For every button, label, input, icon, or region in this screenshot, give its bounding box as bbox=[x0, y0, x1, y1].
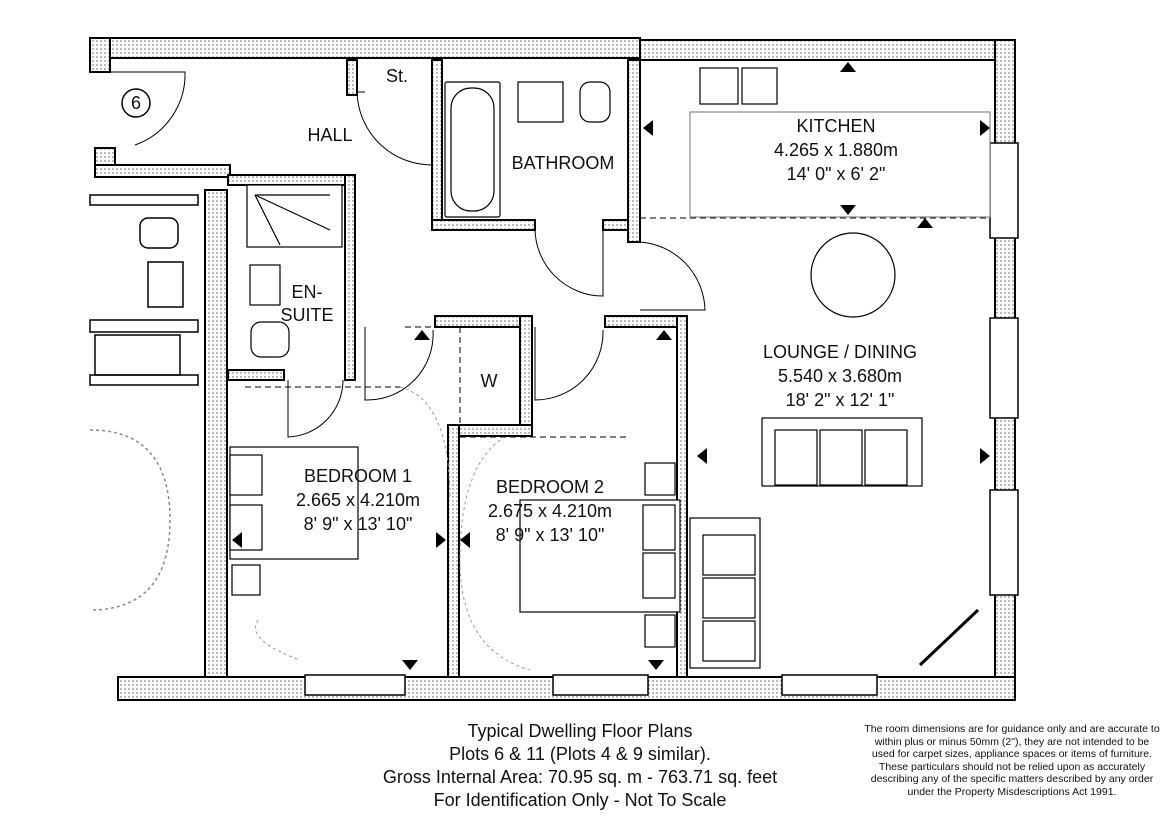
room-label-bathroom: BATHROOM bbox=[512, 153, 615, 173]
plot-number: 6 bbox=[131, 93, 141, 113]
windows bbox=[304, 142, 1019, 696]
dimension-arrows bbox=[232, 62, 990, 670]
bedroom2-metric: 2.675 x 4.210m bbox=[488, 501, 612, 521]
caption-note: For Identification Only - Not To Scale bbox=[433, 790, 727, 810]
caption-title: Typical Dwelling Floor Plans bbox=[467, 721, 693, 741]
plan-caption: Typical Dwelling Floor Plans Plots 6 & 1… bbox=[330, 720, 830, 812]
kitchen-metric: 4.265 x 1.880m bbox=[774, 140, 898, 160]
doors bbox=[287, 91, 706, 438]
caption-area: Gross Internal Area: 70.95 sq. m - 763.7… bbox=[382, 767, 778, 787]
room-label-lounge: LOUNGE / DINING bbox=[763, 342, 917, 362]
fixtures bbox=[229, 67, 991, 669]
bedroom1-metric: 2.665 x 4.210m bbox=[296, 490, 420, 510]
lounge-imperial: 18' 2" x 12' 1" bbox=[786, 390, 895, 410]
plot-marker bbox=[121, 88, 151, 118]
bedroom2-imperial: 8' 9" x 13' 10" bbox=[496, 525, 605, 545]
room-label-kitchen: KITCHEN bbox=[796, 116, 875, 136]
caption-plots: Plots 6 & 11 (Plots 4 & 9 similar). bbox=[449, 744, 711, 764]
room-label-wardrobe: W bbox=[481, 371, 498, 391]
lounge-metric: 5.540 x 3.680m bbox=[778, 366, 902, 386]
room-label-ensuite-2: SUITE bbox=[280, 305, 333, 325]
room-label-hall: HALL bbox=[307, 125, 352, 145]
kitchen-imperial: 14' 0" x 6' 2" bbox=[787, 164, 886, 184]
room-label-bedroom1: BEDROOM 1 bbox=[304, 466, 412, 486]
bedroom1-imperial: 8' 9" x 13' 10" bbox=[304, 514, 413, 534]
room-label-storage: St. bbox=[386, 66, 408, 86]
neighbour-unit bbox=[89, 71, 199, 611]
dashed-lines bbox=[245, 217, 990, 438]
swing-lines bbox=[255, 386, 531, 671]
room-label-bedroom2: BEDROOM 2 bbox=[496, 477, 604, 497]
disclaimer: The room dimensions are for guidance onl… bbox=[864, 723, 1160, 798]
room-label-ensuite-1: EN- bbox=[292, 282, 323, 302]
